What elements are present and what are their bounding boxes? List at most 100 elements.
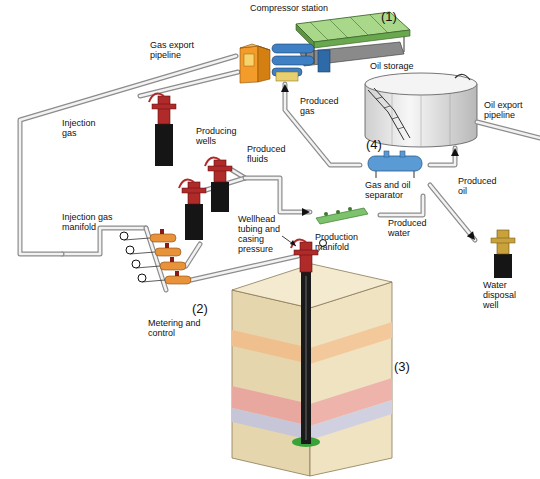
annotation-label: Oil export pipeline: [484, 100, 539, 120]
injection-manifold-valves-part: [186, 244, 200, 266]
injection-manifold-valves-part: [155, 248, 181, 256]
compressor-station-symbol-part: [244, 54, 254, 66]
equipment-label: Water disposal well: [483, 280, 529, 310]
pipe-core: [430, 185, 475, 240]
oil-storage-tank-part: [376, 97, 382, 99]
injection-manifold-valves-part: [126, 246, 134, 254]
pipe-outline: [430, 185, 475, 240]
pipe-connector: [430, 148, 459, 165]
separator-vessel-part: [384, 151, 389, 157]
reservoir-cross-section-part: [310, 282, 392, 476]
injection-manifold-valves-part: [165, 276, 191, 284]
callout-number: (1): [381, 10, 411, 24]
producing-wellhead-part: [185, 204, 203, 240]
injection-manifold-valves-part: [160, 229, 164, 234]
compressor-station-symbol-part: [272, 56, 314, 65]
reservoir-cross-section-part: [301, 272, 311, 444]
instrumented-wellhead-part: [282, 236, 296, 246]
flow-label: Produced fluids: [247, 144, 295, 164]
equipment-node: Production manifold: [310, 206, 380, 252]
flow-label: Produced gas: [300, 96, 345, 116]
flow-label: Produced water: [388, 218, 433, 238]
injection-manifold-valves-part: [170, 257, 174, 262]
oil-storage-tank-part: [421, 95, 422, 147]
pipe-core: [20, 56, 236, 254]
reservoir-cross-section: [232, 264, 392, 476]
production-manifold-skid-part: [324, 212, 328, 216]
oil-export-pipe-part: [477, 122, 540, 138]
separator-vessel-part: [368, 156, 422, 171]
instrumented-wellhead-part: [294, 250, 318, 255]
water-disposal-wellhead-part: [491, 238, 515, 243]
equipment-node: Water disposal well: [475, 222, 537, 314]
producing-wellhead-part: [211, 182, 229, 212]
oil-storage-tank-part: [398, 127, 404, 129]
instrumented-wellhead-part: [290, 240, 296, 246]
equipment-node: Producing wells: [145, 92, 245, 242]
production-manifold-skid-part: [348, 207, 352, 211]
callout-number: (2): [192, 302, 216, 316]
reservoir-cross-section-part: [306, 276, 307, 440]
pipe-connector: [245, 178, 310, 216]
oil-storage-tank: [365, 73, 477, 147]
equipment-label: Injection gas manifold: [62, 212, 124, 232]
injection-manifold-valves-part: [150, 234, 176, 242]
flow-label: Produced oil: [458, 176, 503, 196]
compressor-station-symbol-part: [350, 17, 368, 35]
equipment-label: Oil storage: [370, 61, 450, 71]
compressor-station-symbol-part: [240, 46, 258, 83]
arrow-head: [467, 231, 475, 240]
oil-storage-tank-part: [368, 90, 404, 140]
pipe-connector: [20, 56, 236, 254]
injection-manifold-valves-part: [165, 243, 169, 248]
injection-manifold-valves-part: [124, 238, 150, 240]
reservoir-cross-section-part: [232, 330, 310, 364]
oil-storage-tank-part: [384, 106, 390, 108]
compressor-station-symbol-part: [272, 44, 314, 53]
pipe-connector: [430, 185, 475, 240]
injection-manifold-valves-part: [175, 271, 179, 276]
producing-wellhead-part: [208, 166, 232, 171]
equipment-label: Gas and oil separator: [365, 180, 425, 200]
equipment-node: Oil storage: [345, 60, 485, 148]
oil-storage-tank-part: [455, 74, 470, 80]
producing-wellhead-part: [152, 104, 176, 109]
producing-wellhead-part: [205, 158, 220, 166]
compressor-station-symbol-part: [330, 20, 348, 38]
annotation-label: Gas export pipeline: [150, 40, 210, 60]
oil-storage-tank-part: [374, 88, 410, 138]
oil-export-pipe-part: [477, 122, 540, 138]
flow-label: Injection gas: [62, 118, 112, 138]
arrow-head: [281, 84, 289, 92]
injection-manifold-valves-part: [120, 232, 128, 240]
pipe-core: [430, 148, 455, 165]
equipment-node: Gas and oil separator: [360, 152, 430, 196]
separator-vessel: [368, 151, 422, 178]
pipe-outline: [285, 84, 360, 165]
oil-storage-tank-part: [450, 94, 451, 145]
injection-manifold-valves-part: [186, 244, 200, 266]
callout-number: (3): [394, 360, 418, 374]
compressor-station-symbol-part: [276, 72, 298, 81]
reservoir-cross-section-part: [232, 290, 310, 476]
equipment-node: Compressor station: [236, 4, 406, 84]
production-manifold-skid-part: [336, 210, 340, 214]
pipe-outline: [245, 178, 310, 212]
pipe-outline: [430, 148, 455, 165]
compressor-station-symbol-part: [310, 22, 328, 40]
instrumented-wellhead-part: [291, 240, 306, 248]
instrumented-wellhead-part: [300, 242, 312, 272]
reservoir-cross-section-part: [232, 408, 310, 440]
pipe-core: [285, 84, 360, 165]
gas-export-pipe-part: [140, 72, 238, 96]
gas-export-pipe-part: [140, 72, 238, 96]
injection-manifold-valves-part: [132, 260, 140, 268]
equipment-node: Injection gas manifold: [62, 210, 202, 298]
arrow-head: [451, 148, 459, 156]
oil-storage-tank-part: [365, 73, 477, 95]
reservoir-cross-section-part: [310, 322, 392, 364]
reservoir-cross-section-part: [310, 400, 392, 440]
